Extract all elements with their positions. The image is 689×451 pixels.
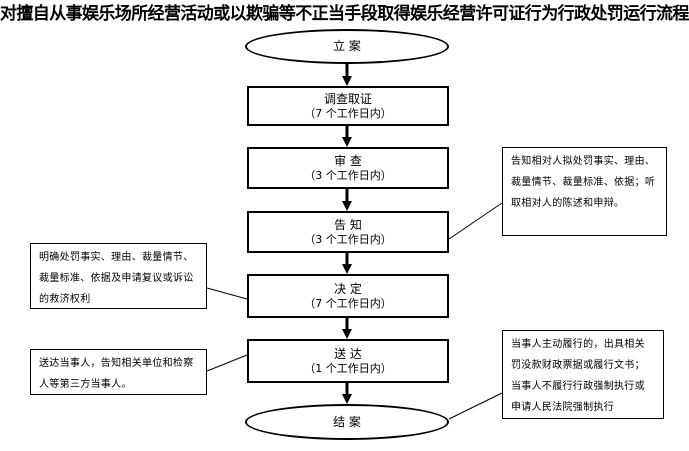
investigate-label: 调查取证 [323, 91, 372, 106]
end-label: 结 案 [333, 414, 361, 429]
decide-label: 决 定 [334, 281, 362, 296]
callout-connectors [206, 202, 503, 420]
inform-step: 告 知 （3 个工作日内） [247, 211, 449, 253]
review-step: 审 查 （3 个工作日内） [247, 147, 449, 189]
diagram-title: 对擅自从事娱乐场所经营活动或以欺骗等不正当手段取得娱乐经营许可证行为行政处罚运行… [0, 4, 689, 24]
deliver-step: 送 达 （1 个工作日内） [247, 339, 449, 383]
review-deadline: （3 个工作日内） [304, 168, 392, 182]
investigate-deadline: （7 个工作日内） [304, 106, 392, 120]
decide-note: 明确处罚事实、理由、裁量情节、裁量标准、依据及申请复议或诉讼的救济权利 [30, 243, 207, 309]
inform-deadline: （3 个工作日内） [304, 232, 392, 246]
start-label: 立 案 [333, 39, 361, 53]
deliver-deadline: （1 个工作日内） [304, 361, 392, 375]
flow-arrows [342, 64, 352, 404]
inform-label: 告 知 [334, 217, 362, 232]
deliver-label: 送 达 [334, 346, 362, 361]
decide-step: 决 定 （7 个工作日内） [247, 274, 449, 318]
callout-line-decide [206, 287, 248, 300]
inform-note: 告知相对人拟处罚事实、理由、裁量情节、裁量标准、依据；听取相对人的陈述和申辩。 [502, 147, 667, 236]
end-note: 当事人主动履行的，出具相关罚没款财政票据或履行文书；当事人不履行行政强制执行或申… [502, 330, 664, 419]
start-node: 立 案 [245, 29, 449, 64]
investigate-step: 调查取证 （7 个工作日内） [247, 86, 449, 126]
callout-line-inform [448, 202, 503, 240]
deliver-note: 送达当事人，告知相关单位和检察人等第三方当事人。 [30, 349, 207, 395]
callout-line-end [448, 392, 503, 420]
decide-deadline: （7 个工作日内） [304, 296, 392, 310]
callout-line-deliver [206, 354, 248, 372]
end-node: 结 案 [245, 404, 449, 440]
review-label: 审 查 [334, 153, 362, 168]
